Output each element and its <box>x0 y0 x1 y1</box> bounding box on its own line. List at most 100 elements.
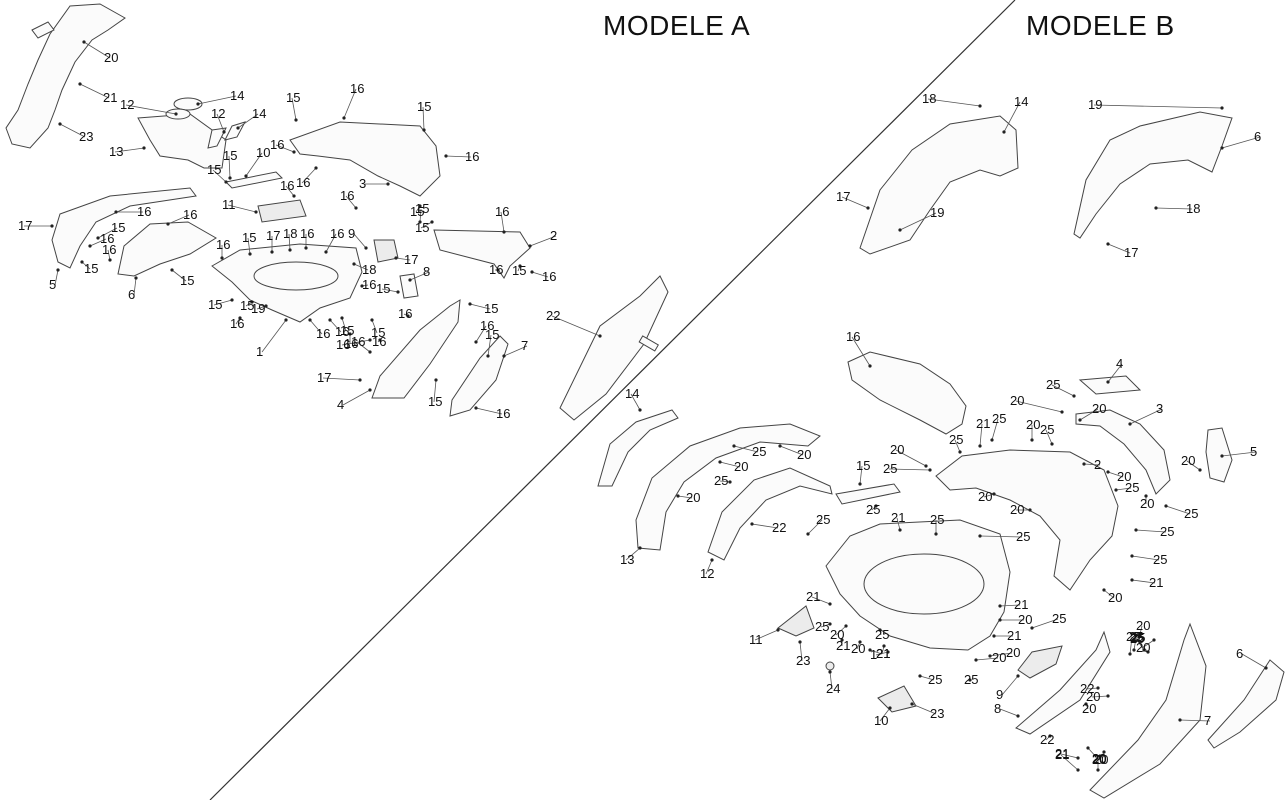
model-a-callout-label: 16 <box>335 324 349 339</box>
model-a-leader-dot <box>502 354 506 358</box>
model-a-leader-dot <box>324 250 328 254</box>
model-b-leader-line <box>1135 529 1167 533</box>
model-a-leader-line <box>212 169 227 183</box>
model-b-callout-label: 25 <box>1130 630 1144 645</box>
model-b-leader-dot <box>1130 554 1134 558</box>
model-b-callout-label: 23 <box>930 706 944 721</box>
model-b-callout-label: 7 <box>1204 713 1211 728</box>
model-b-callout-label: 18 <box>1186 201 1200 216</box>
model-b-leader-line <box>895 449 927 467</box>
model-a-leader-line <box>487 334 492 357</box>
model-b-callout-label: 18 <box>922 91 936 106</box>
model-b-callout-label: 1 <box>870 647 877 662</box>
model-b-callout-label: 25 <box>1160 524 1174 539</box>
model-b-callout-label: 20 <box>1094 752 1108 767</box>
model-b-leader-line <box>899 212 937 231</box>
model-b-leader-line <box>1107 363 1123 383</box>
model-a-leader-line <box>275 144 295 153</box>
model-a-leader-dot <box>308 318 312 322</box>
part-a-side-panel-6 <box>117 221 217 277</box>
model-a-leader-dot <box>174 112 178 116</box>
model-b-leader-line <box>1221 451 1257 457</box>
model-a-callout-label: 16 <box>100 231 114 246</box>
model-b-callout-label: 16 <box>846 329 860 344</box>
model-b-callout-label: 25 <box>964 672 978 687</box>
model-b-callout-label: 20 <box>1092 751 1106 766</box>
model-a-callout-label: 16 <box>351 334 365 349</box>
model-b-leader-dot <box>1098 754 1102 758</box>
model-a-leader-line <box>353 233 367 249</box>
model-a-leader-line <box>114 147 145 153</box>
model-b-leader-line <box>879 707 891 722</box>
model-b-leader-line <box>869 649 883 655</box>
model-a-callout-label: 21 <box>103 90 117 105</box>
model-a-leader-dot <box>284 318 288 322</box>
model-b-leader-line <box>1083 463 1101 466</box>
model-a-leader-dot <box>418 220 422 224</box>
part-b-fender-14 <box>859 115 1019 255</box>
model-b-leader-line <box>911 703 937 715</box>
model-b-leader-line <box>1091 695 1109 698</box>
model-a-leader-dot <box>264 304 268 308</box>
model-b-leader-dot <box>1086 746 1090 750</box>
model-a-callout-label: 23 <box>79 129 93 144</box>
model-a-leader-line <box>422 106 425 131</box>
model-b-callout-label: 4 <box>1116 356 1123 371</box>
part-a-vent-11 <box>257 199 307 223</box>
model-b-callout-label: 20 <box>1006 645 1020 660</box>
model-a-callout-label: 3 <box>359 176 366 191</box>
model-a-leader-dot <box>474 406 478 410</box>
model-b-leader-dot <box>882 644 886 648</box>
model-b-callout-label: 23 <box>796 653 810 668</box>
model-b-leader-dot <box>1102 588 1106 592</box>
model-b-callout-label: 20 <box>797 447 811 462</box>
model-b-leader-dot <box>974 658 978 662</box>
model-b-leader-dot <box>1076 768 1080 772</box>
part-b-panel-7 <box>1089 622 1207 799</box>
model-a-leader-line <box>81 261 91 270</box>
model-b-leader-line <box>927 98 981 107</box>
model-b-leader-line <box>1093 104 1223 109</box>
model-a-leader-dot <box>304 246 308 250</box>
model-a-callout-label: 10 <box>256 145 270 160</box>
model-a-callout-label: 15 <box>180 273 194 288</box>
part-b-bracket-5 <box>1205 427 1233 483</box>
model-a-leader-dot <box>80 260 84 264</box>
model-b-leader-line <box>751 523 779 529</box>
model-b-callout-label: 25 <box>1016 529 1030 544</box>
model-b-callout-label: 20 <box>1117 469 1131 484</box>
model-a-leader-dot <box>474 340 478 344</box>
model-b-leaders <box>625 98 1268 772</box>
part-b-panel-6 <box>1207 659 1285 749</box>
model-a-leader-dot <box>222 130 226 134</box>
model-a-leader-dot <box>502 230 506 234</box>
model-a-leader-line <box>551 315 601 337</box>
model-b-leader-dot <box>1060 410 1064 414</box>
model-b-callout-label: 19 <box>1088 97 1102 112</box>
model-b-leader-line <box>954 439 961 453</box>
model-a-callout-label: 16 <box>344 336 358 351</box>
model-b-callout-label: 14 <box>1014 94 1028 109</box>
model-a-callout-label: 15 <box>485 327 499 342</box>
model-a-leader-line <box>500 211 505 233</box>
part-a-tub-inner <box>253 261 339 291</box>
model-b-leader-line <box>999 708 1019 717</box>
model-b-leader-dot <box>844 624 848 628</box>
model-b-title: MODELE B <box>1026 10 1175 41</box>
model-a-leader-dot <box>358 378 362 382</box>
model-a-leader-line <box>433 379 437 403</box>
model-b-callout-label: 21 <box>1055 746 1069 761</box>
model-a-callout-label: 15 <box>376 281 390 296</box>
model-a-leader-dot <box>314 166 318 170</box>
model-b-leader-dot <box>1030 626 1034 630</box>
model-b-leader-line <box>1079 408 1099 421</box>
model-b-leader-dot <box>1264 666 1268 670</box>
model-a-leader-dot <box>58 122 62 126</box>
model-a-callout-label: 12 <box>120 97 134 112</box>
model-b-callout-label: 22 <box>772 520 786 535</box>
model-b-callout-label: 20 <box>686 490 700 505</box>
model-a-leader-line <box>125 104 177 115</box>
